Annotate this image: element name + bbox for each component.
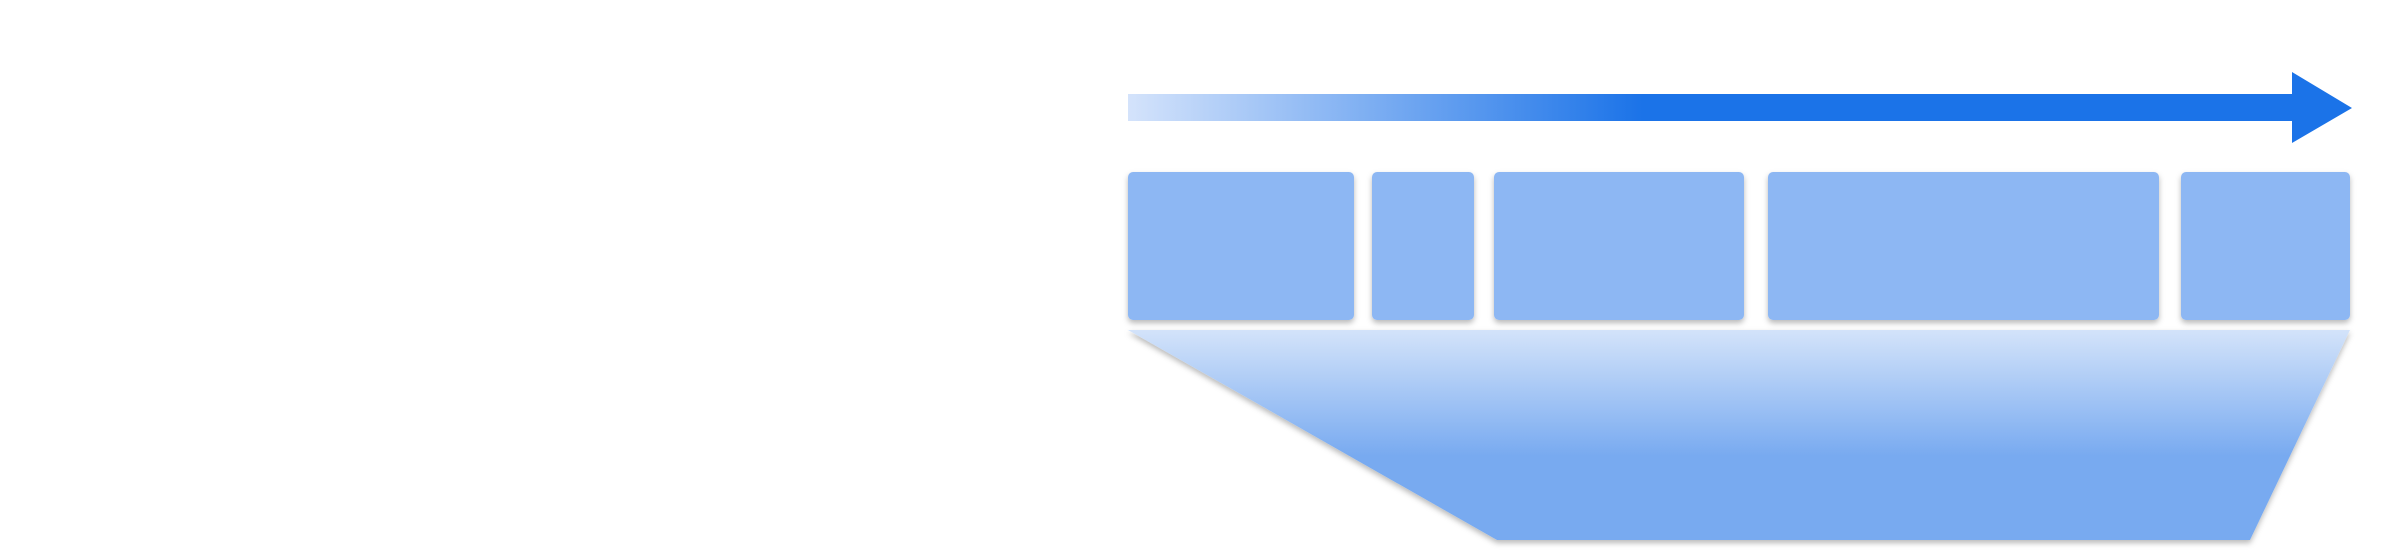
stage-box-5 — [2181, 172, 2350, 320]
stage-box-4 — [1768, 172, 2159, 320]
progress-arrow — [1128, 72, 2352, 143]
stage-box-1 — [1128, 172, 1354, 320]
stage-box-3 — [1494, 172, 1744, 320]
stage-box-2 — [1372, 172, 1474, 320]
stage-boxes — [1128, 172, 2350, 320]
funnel-shape — [1128, 330, 2350, 540]
